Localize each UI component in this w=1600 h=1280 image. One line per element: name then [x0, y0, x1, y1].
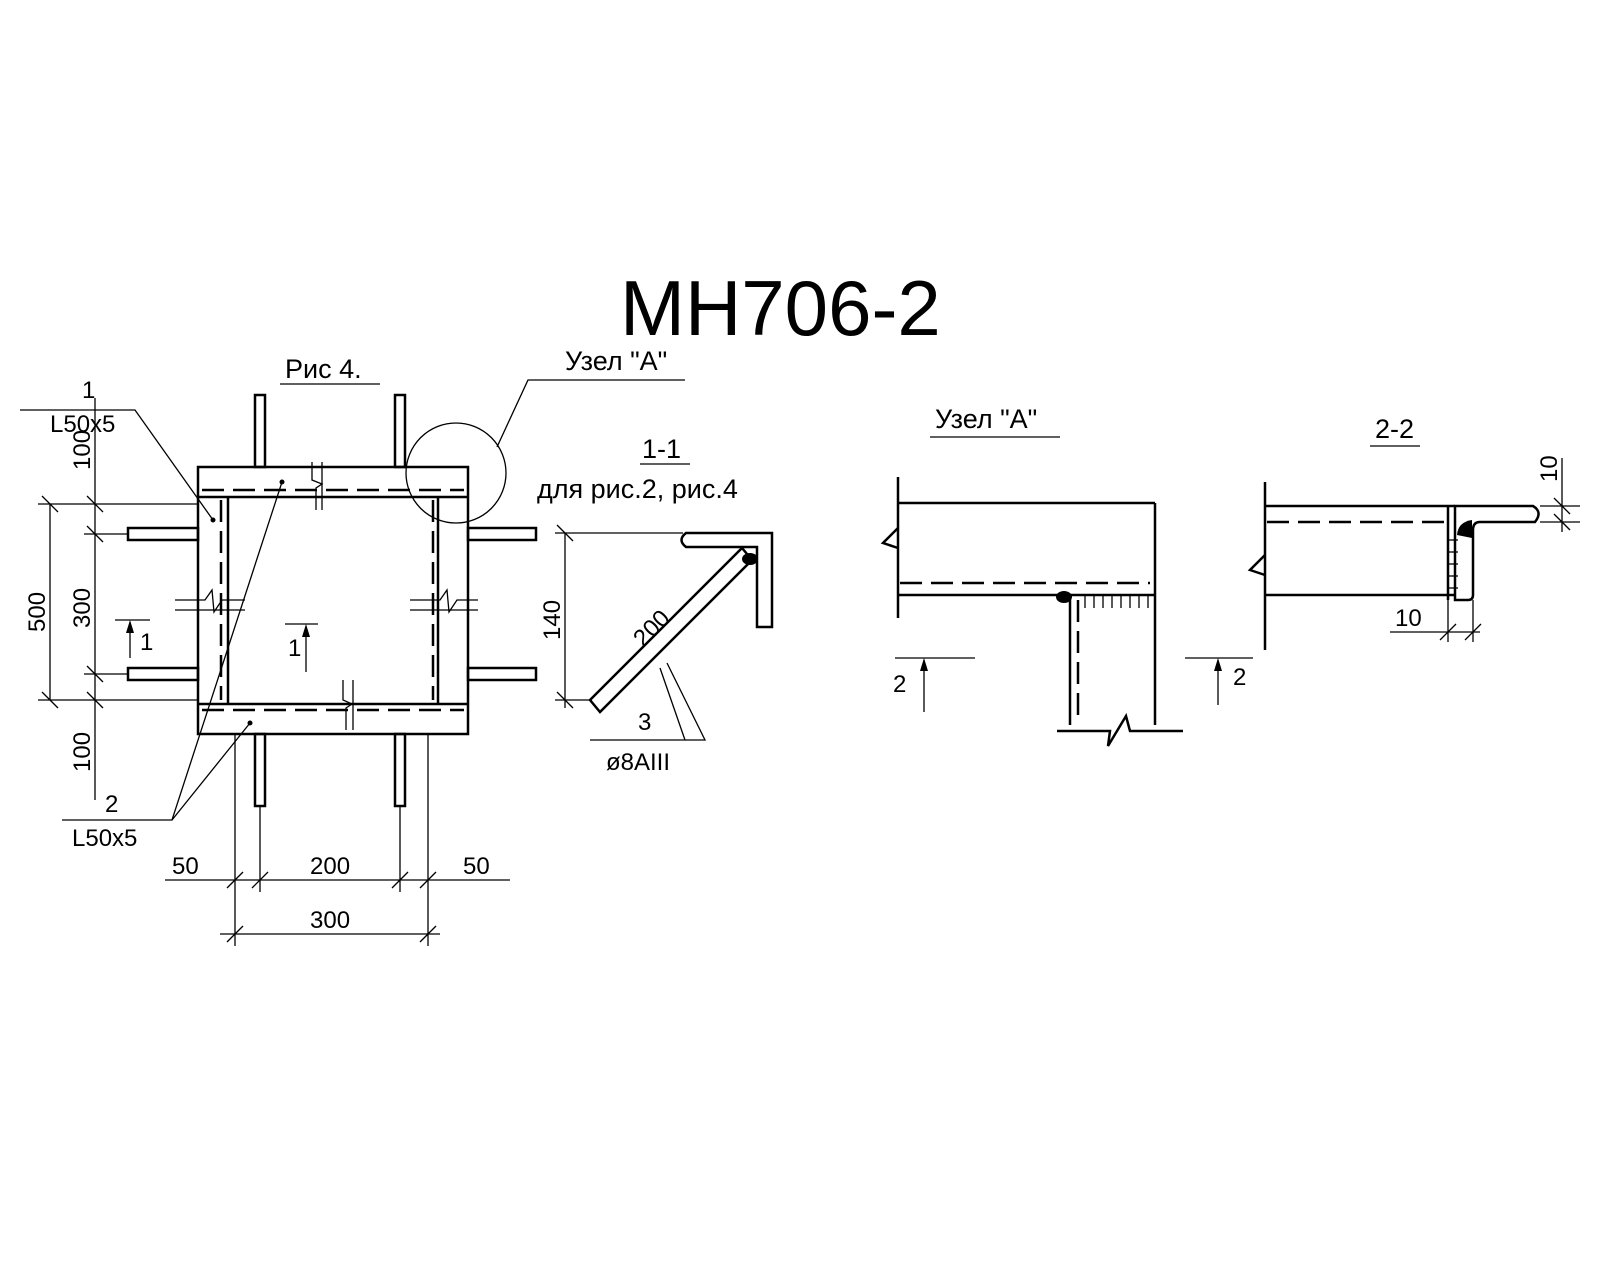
- node-a-callout-circle: [405, 422, 507, 524]
- dim-50-left: 50: [172, 853, 199, 880]
- node-a-ref: Узел "А": [565, 346, 667, 376]
- fig4-caption: Рис 4.: [285, 354, 362, 384]
- vertical-dimensions: [38, 398, 198, 800]
- section11-subtitle: для рис.2, рис.4: [537, 474, 738, 504]
- section-1-1: 1-1 для рис.2, рис.4 200 140 3 ø8АIII: [537, 434, 774, 776]
- node-a-title: Узел "А": [935, 404, 1037, 434]
- part3-spec: ø8АIII: [606, 749, 670, 776]
- node-a-detail: Узел "А" 2 2: [880, 404, 1253, 747]
- angle-profile: [680, 531, 774, 629]
- dim-50-right: 50: [463, 853, 490, 880]
- dim-300-horizontal: 300: [310, 907, 350, 934]
- part3-number: 3: [638, 709, 651, 736]
- dim-500: 500: [24, 592, 51, 632]
- rebar-bar: [588, 546, 754, 714]
- anchor-bars: [126, 393, 538, 808]
- dim-140: 140: [539, 600, 566, 640]
- section22-title: 2-2: [1375, 414, 1414, 444]
- section-mark-center: 1: [288, 635, 301, 662]
- dim-top-100: 100: [69, 430, 96, 470]
- section11-title: 1-1: [642, 434, 681, 464]
- dim-10-top: 10: [1536, 455, 1563, 482]
- break-marks: [175, 462, 478, 730]
- dim-bottom-100: 100: [69, 732, 96, 772]
- part2-profile: L50x5: [72, 825, 137, 852]
- section-mark-left: 1: [140, 629, 153, 656]
- part1-profile: L50x5: [50, 411, 115, 438]
- angle-profile-22: [1453, 504, 1540, 602]
- node-a-section-mark-right: 2: [1233, 664, 1246, 691]
- drawing-title: МН706-2: [620, 264, 941, 352]
- fig4-plan: Рис 4.: [20, 346, 685, 946]
- node-a-section-mark-left: 2: [893, 671, 906, 698]
- section-2-2: 2-2 10 1: [1247, 414, 1580, 650]
- horizontal-dimensions: [165, 734, 510, 946]
- part1-number: 1: [82, 377, 95, 404]
- part2-number: 2: [105, 791, 118, 818]
- dim-10-bottom: 10: [1395, 605, 1422, 632]
- dim-300-vertical: 300: [69, 588, 96, 628]
- dim-200-horizontal: 200: [310, 853, 350, 880]
